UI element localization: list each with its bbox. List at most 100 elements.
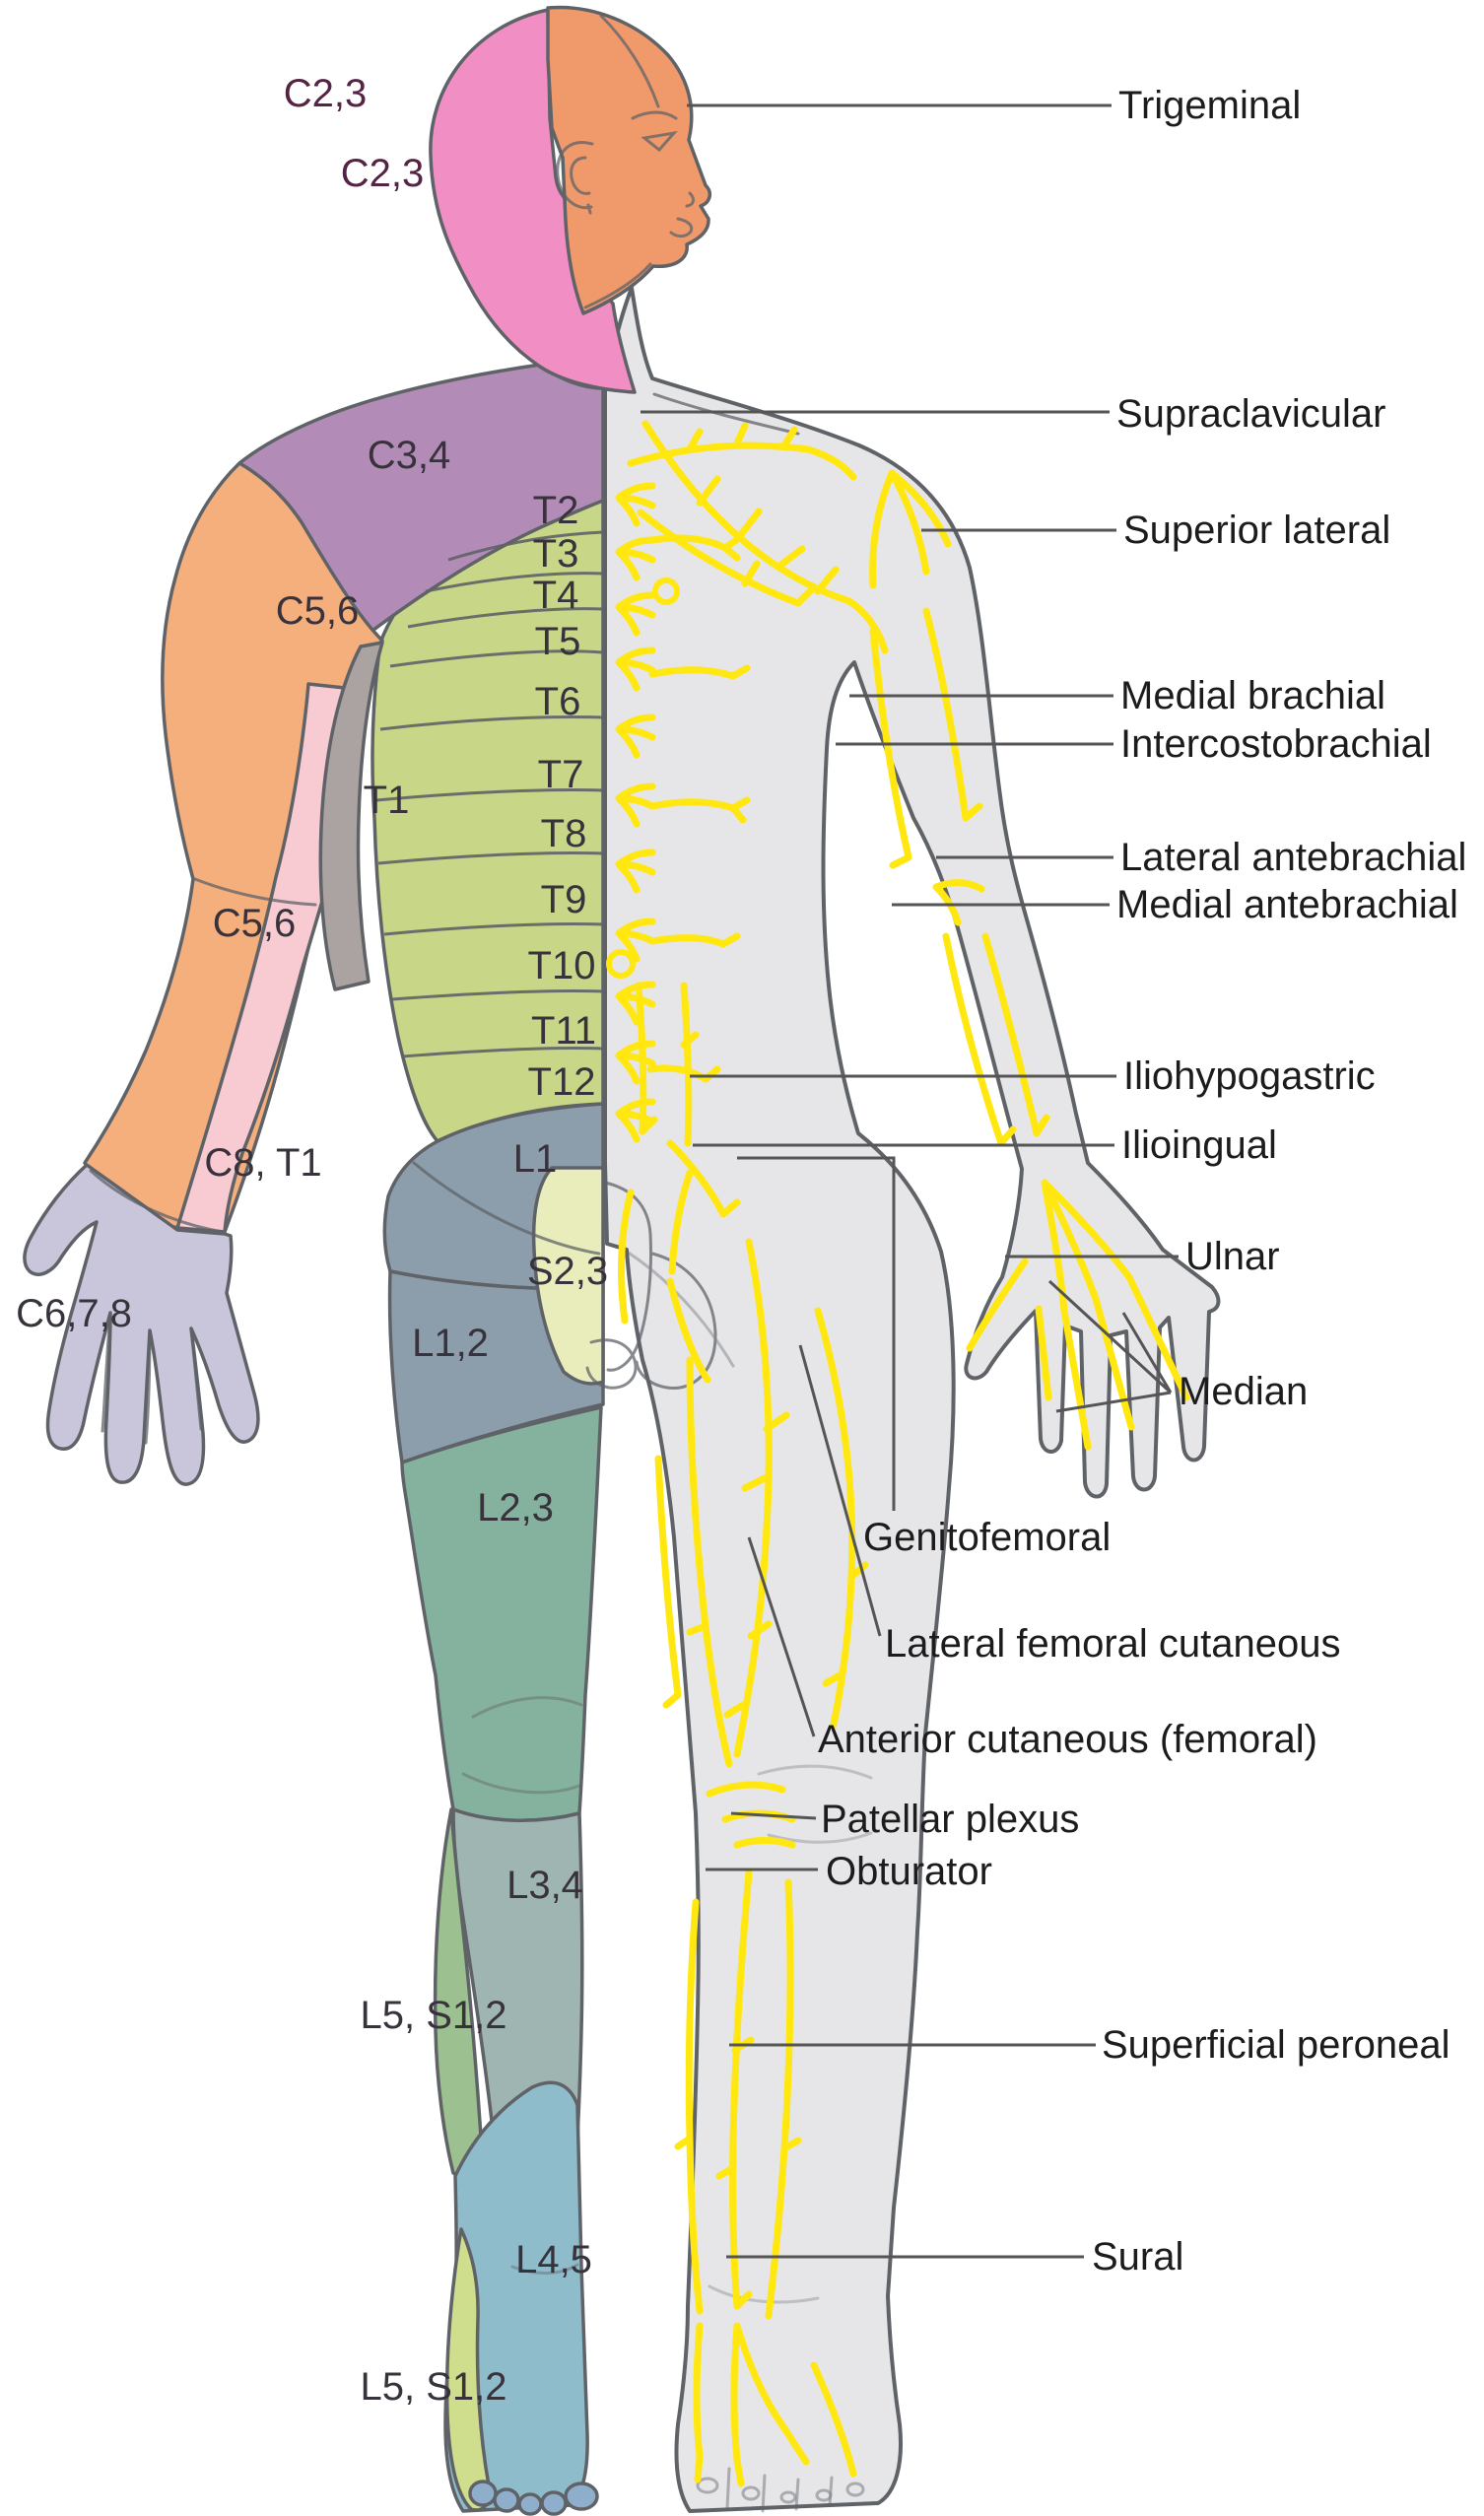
- nerve-label-obturator: Obturator: [826, 1850, 992, 1893]
- dermatome-label-t4: T4: [532, 574, 579, 617]
- left-elbow-crease: [193, 877, 317, 907]
- nerve-label-supraclavicular: Supraclavicular: [1116, 392, 1386, 436]
- nerve-label-intercostobrachial: Intercostobrachial: [1120, 722, 1432, 766]
- lips: [669, 217, 694, 238]
- dermatome-label-t2: T2: [532, 489, 579, 532]
- right-toe-separations: [725, 2467, 834, 2513]
- figure-detail-strokes: [89, 14, 873, 2513]
- eyebrow: [631, 110, 678, 120]
- jaw-line: [583, 262, 652, 309]
- region-trigeminal-face: [546, 5, 712, 315]
- scrotum-outline: [635, 1252, 717, 1390]
- dermatome-label-t9: T9: [540, 878, 587, 921]
- dermatome-label-c23-head: C2,3: [283, 72, 368, 115]
- toenail: [741, 2485, 761, 2501]
- nerve-tree: [606, 420, 1190, 2487]
- nerves-hand: [966, 1179, 1190, 1451]
- dermatome-label-t8: T8: [540, 812, 587, 855]
- inguinal-crease-right: [625, 1250, 735, 1368]
- toe-cap: [517, 2492, 543, 2516]
- dermatome-label-l1: L1: [512, 1137, 558, 1181]
- leader-lateral-femoral-cutaneous: [798, 1344, 882, 1637]
- dermatome-label-c678: C6,7,8: [16, 1292, 132, 1335]
- leader-genitofemoral: [737, 1156, 896, 1511]
- nerve-label-lateral-antebrachial: Lateral antebrachial: [1120, 836, 1467, 879]
- dermatome-label-l34: L3,4: [506, 1864, 583, 1907]
- leader-lines: [641, 103, 1179, 2259]
- left-knee-arcs: [461, 1696, 583, 1795]
- dermatome-label-s23: S2,3: [526, 1250, 609, 1293]
- nerve-label-medial-brachial: Medial brachial: [1120, 674, 1386, 717]
- dermatome-label-c8t1: C8, T1: [204, 1141, 322, 1185]
- inguinal-crease-left: [412, 1161, 601, 1256]
- hairline: [599, 14, 660, 108]
- leader-anterior-cutaneous: [747, 1536, 816, 1737]
- dermatome-label-t11: T11: [531, 1009, 596, 1053]
- toe-cap: [493, 2487, 520, 2513]
- eye: [641, 130, 678, 153]
- dermatome-label-t7: T7: [537, 753, 584, 796]
- ear: [556, 141, 594, 215]
- nerve-label-anterior-cutaneous-femoral: Anterior cutaneous (femoral): [818, 1718, 1317, 1761]
- toe-cap: [468, 2480, 498, 2507]
- toenail: [779, 2490, 797, 2504]
- left-wrist-crease: [89, 1169, 225, 1234]
- clavicle-line: [652, 392, 800, 436]
- leader-median-fan: [1047, 1279, 1173, 1413]
- nerve-label-medial-antebrachial: Medial antebrachial: [1116, 883, 1458, 926]
- nerve-label-patellar-plexus: Patellar plexus: [821, 1798, 1080, 1841]
- nerve-label-iliohypogastric: Iliohypogastric: [1123, 1054, 1376, 1098]
- toenail: [815, 2488, 833, 2502]
- nerve-label-lateral-femoral-cutaneous: Lateral femoral cutaneous: [885, 1622, 1341, 1666]
- dermatome-label-t3: T3: [532, 532, 579, 576]
- toe-cap: [564, 2482, 599, 2511]
- left-ankle-arc: [510, 2263, 579, 2276]
- region-l5s12-foot-edge: [444, 2227, 492, 2512]
- nostril: [685, 191, 696, 208]
- nerve-label-ulnar: Ulnar: [1185, 1235, 1280, 1278]
- nerve-label-ilioingual: Ilioingual: [1121, 1123, 1277, 1167]
- dermatome-label-t5: T5: [534, 620, 581, 663]
- dermatome-label-t10: T10: [527, 944, 596, 987]
- glans-outline: [585, 1338, 638, 1390]
- nerves-abdomen: [635, 982, 721, 1147]
- dermatome-label-l23: L2,3: [477, 1486, 554, 1530]
- toenail: [845, 2482, 865, 2497]
- nerve-label-sural: Sural: [1092, 2235, 1184, 2278]
- dermatome-label-c23-neck: C2,3: [340, 152, 425, 195]
- nerve-label-genitofemoral: Genitofemoral: [863, 1516, 1112, 1559]
- nerves-foot: [693, 2322, 857, 2487]
- finger-separations: [101, 1311, 203, 1445]
- umbilicus-ring: [606, 949, 636, 979]
- nerve-label-trigeminal: Trigeminal: [1118, 84, 1302, 127]
- dermatome-label-l5s12-lower: L5, S1,2: [360, 2365, 507, 2409]
- dermatome-label-c56-shoulder: C5,6: [275, 589, 360, 633]
- region-s23-genital: [531, 1166, 605, 1386]
- nerves-groin: [618, 1139, 741, 1384]
- leader-patellar-plexus: [730, 1811, 817, 1820]
- dermatome-label-t12: T12: [527, 1060, 596, 1104]
- dermatome-label-l12: L1,2: [412, 1322, 489, 1365]
- dermatome-label-l45: L4,5: [515, 2238, 592, 2281]
- dermatome-label-c56-forearm: C5,6: [212, 902, 297, 945]
- dermatome-label-l5s12-upper: L5, S1,2: [360, 1994, 507, 2037]
- nerves-thigh: [654, 1238, 869, 1768]
- right-knee-arcs: [757, 1764, 873, 1844]
- dermatome-label-t1: T1: [363, 779, 410, 822]
- thoracic-band-dividers: [375, 530, 604, 1058]
- nipple-ring: [652, 578, 680, 605]
- dermatome-label-c34: C3,4: [367, 434, 451, 477]
- region-t1-strip: [318, 641, 384, 991]
- penis-outline: [603, 1181, 652, 1372]
- dermatome-label-t6: T6: [534, 680, 581, 723]
- nerve-label-superficial-peroneal: Superficial peroneal: [1102, 2023, 1450, 2067]
- nerve-label-median: Median: [1179, 1370, 1309, 1413]
- nerves-intercostal: [615, 482, 751, 1143]
- nerves-chest: [627, 420, 889, 654]
- toe-cap: [540, 2490, 568, 2516]
- toenail: [696, 2477, 719, 2494]
- dermatome-regions: [23, 5, 712, 2516]
- region-l23-thigh: [400, 1405, 603, 1822]
